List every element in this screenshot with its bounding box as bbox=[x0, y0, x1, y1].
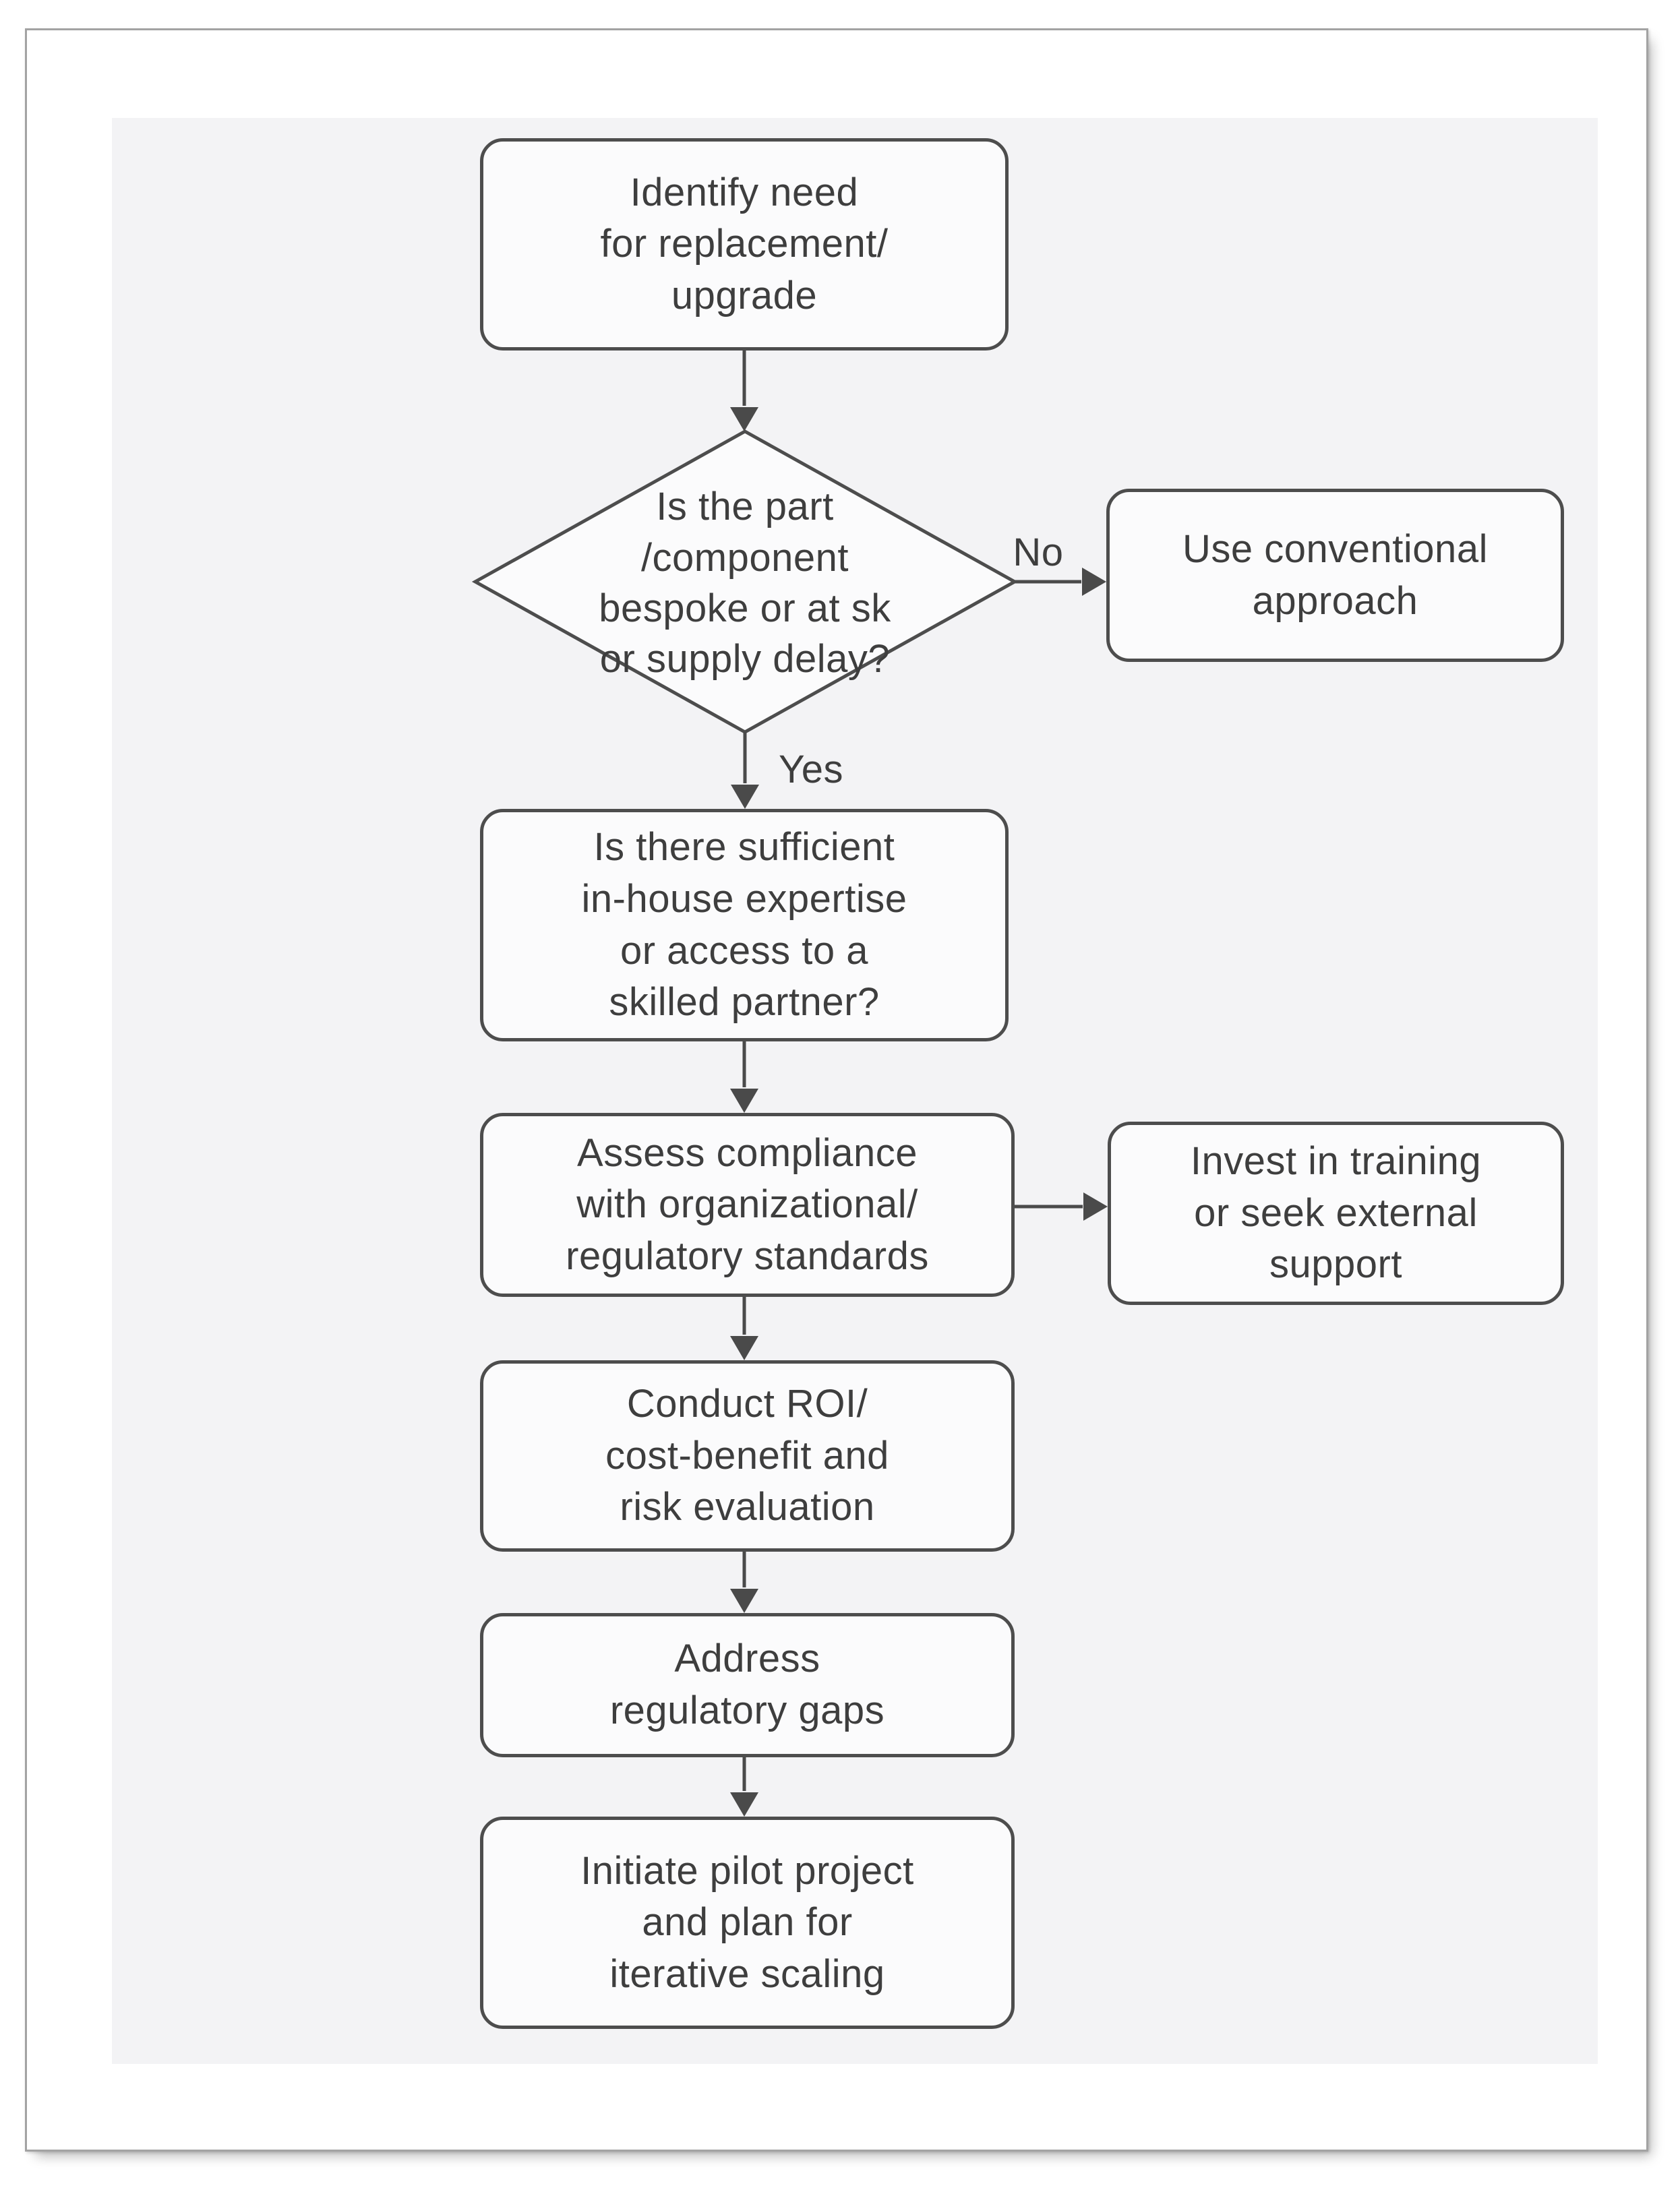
node-identify-need: Identify need for replacement/ upgrade bbox=[480, 138, 1009, 351]
edge-label-yes: Yes bbox=[778, 748, 844, 792]
arrow-gaps-to-pilot bbox=[730, 1757, 758, 1817]
node-assess-compliance: Assess compliance with organizational/ r… bbox=[480, 1113, 1015, 1297]
arrow-expertise-to-assess bbox=[730, 1041, 758, 1113]
arrow-assess-to-roi bbox=[730, 1297, 758, 1360]
arrow-identify-to-decision bbox=[730, 351, 758, 431]
decision-diamond-label: Is the part /component bespoke or at sk … bbox=[599, 485, 891, 681]
edge-label-no: No bbox=[1013, 530, 1064, 575]
node-invest-training: Invest in training or seek external supp… bbox=[1108, 1122, 1564, 1305]
arrow-roi-to-gaps bbox=[730, 1552, 758, 1613]
node-use-conventional-approach: Use conventional approach bbox=[1106, 489, 1564, 662]
node-inhouse-expertise: Is there sufficient in-house expertise o… bbox=[480, 809, 1009, 1041]
node-address-regulatory-gaps: Address regulatory gaps bbox=[480, 1613, 1015, 1757]
node-initiate-pilot: Initiate pilot project and plan for iter… bbox=[480, 1817, 1015, 2029]
arrow-decision-to-conventional bbox=[1015, 568, 1106, 596]
arrow-decision-to-expertise bbox=[731, 732, 759, 809]
node-conduct-roi: Conduct ROI/ cost-benefit and risk evalu… bbox=[480, 1360, 1015, 1552]
arrow-assess-to-invest bbox=[1015, 1192, 1108, 1221]
